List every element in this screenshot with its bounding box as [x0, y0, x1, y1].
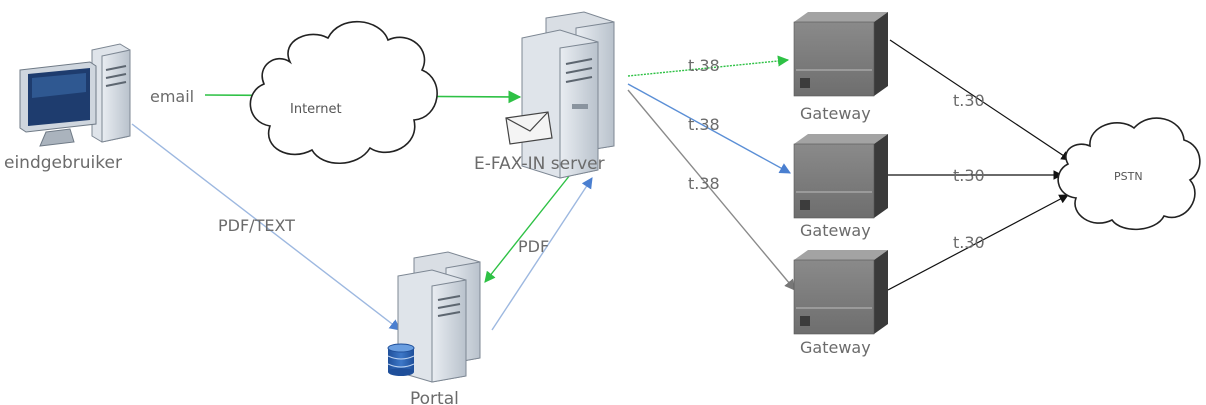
gateway-2-label: Gateway [800, 221, 871, 240]
email-label: email [150, 87, 194, 106]
t38-link-3 [627, 89, 796, 291]
gateway-2-icon [793, 134, 888, 219]
t38-label-2: t.38 [688, 115, 720, 134]
gateway-3-label: Gateway [800, 338, 871, 357]
gateway-1-label: Gateway [800, 104, 871, 123]
t38-link-1 [627, 55, 790, 77]
t30-link-1 [889, 39, 1071, 161]
t30-label-3: t.30 [953, 233, 985, 252]
server-to-portal-link [484, 174, 571, 283]
pdf-label: PDF [518, 237, 549, 256]
gateway-3-icon [793, 250, 888, 335]
connectors [131, 39, 1071, 331]
t30-link-3 [887, 194, 1069, 291]
pdf-text-label: PDF/TEXT [218, 216, 295, 235]
database-icon [387, 343, 415, 376]
server-label: E-FAX-IN server [474, 154, 605, 174]
enduser-label: eindgebruiker [4, 153, 122, 173]
gateway-1-icon [793, 12, 888, 97]
envelope-icon [505, 111, 553, 145]
internet-label: Internet [290, 102, 342, 117]
pstn-label: PSTN [1114, 170, 1143, 183]
t30-label-2: t.30 [953, 166, 985, 185]
t38-link-2 [627, 83, 791, 174]
efax-server-icon [521, 11, 615, 179]
internet-cloud-icon [249, 20, 438, 164]
t38-label-1: t.38 [688, 56, 720, 75]
t38-label-3: t.38 [688, 174, 720, 193]
pdf-link [491, 177, 593, 331]
labels: eindgebruiker Internet email E-FAX-IN se… [4, 56, 1143, 405]
t30-label-1: t.30 [953, 91, 985, 110]
pdf-text-link [131, 123, 401, 331]
pstn-cloud-icon [1057, 117, 1201, 231]
portal-label: Portal [410, 389, 459, 405]
enduser-computer-icon [19, 43, 131, 147]
portal-server-icon [397, 251, 481, 383]
